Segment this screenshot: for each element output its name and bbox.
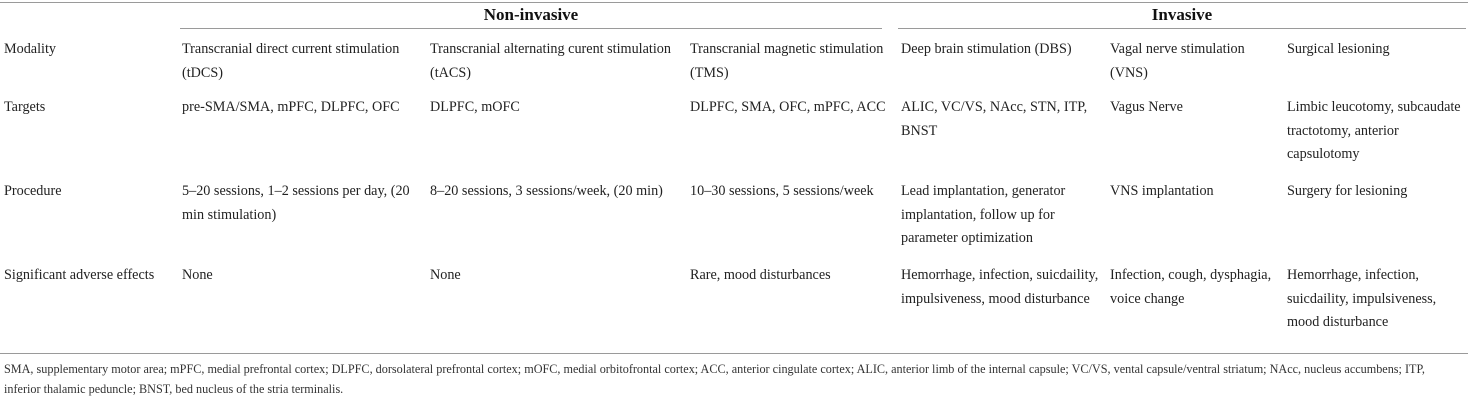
group-rule-non-invasive [180,28,882,29]
table-cell: Hemorrhage, infection, suicdaility, impu… [1287,267,1437,330]
table-cell: Vagus Nerve [1110,99,1183,115]
table-cell: Surgical lesioning [1287,41,1390,57]
table-cell: Infection, cough, dysphagia, voice chang… [1110,267,1272,307]
table-cell: Limbic leucotomy, subcaudate tractotomy,… [1287,99,1461,162]
group-header-non-invasive: Non-invasive [483,5,579,24]
table-footnote: SMA, supplementary motor area; mPFC, med… [4,362,1425,396]
table-bottom-rule [0,353,1468,354]
table-cell: Transcranial magnetic stimulation (TMS) [690,41,884,81]
table-cell: 5–20 sessions, 1–2 sessions per day, (20… [182,183,410,223]
table-cell: Deep brain stimulation (DBS) [901,41,1072,57]
row-label-targets: Targets [4,99,46,115]
table-cell: Lead implantation, generator implantatio… [901,183,1066,246]
table-cell: pre-SMA/SMA, mPFC, DLPFC, OFC [182,99,400,115]
table-cell: Surgery for lesioning [1287,183,1408,199]
table-cell: 10–30 sessions, 5 sessions/week [690,183,874,199]
table-cell: VNS implantation [1110,183,1214,199]
row-label-procedure: Procedure [4,183,62,199]
table-cell: Vagal nerve stimulation (VNS) [1110,41,1245,81]
table-cell: Transcranial direct current stimulation … [182,41,400,81]
group-rule-invasive [898,28,1466,29]
table-cell: DLPFC, mOFC [430,99,520,115]
table-cell: 8–20 sessions, 3 sessions/week, (20 min) [430,183,663,199]
group-header-invasive: Invasive [1151,5,1213,24]
row-label-modality: Modality [4,41,57,57]
table-cell: None [182,267,213,283]
table-cell: Rare, mood disturbances [690,267,831,283]
table-cell: None [430,267,461,283]
table-cell: ALIC, VC/VS, NAcc, STN, ITP, BNST [901,99,1088,139]
table-cell: Transcranial alternating curent stimulat… [430,41,671,81]
row-label-adverse-effects: Significant adverse effects [4,267,155,283]
table-cell: Hemorrhage, infection, suicdaility, impu… [901,267,1099,307]
table-top-rule [0,2,1468,3]
table-cell: DLPFC, SMA, OFC, mPFC, ACC [690,99,886,115]
